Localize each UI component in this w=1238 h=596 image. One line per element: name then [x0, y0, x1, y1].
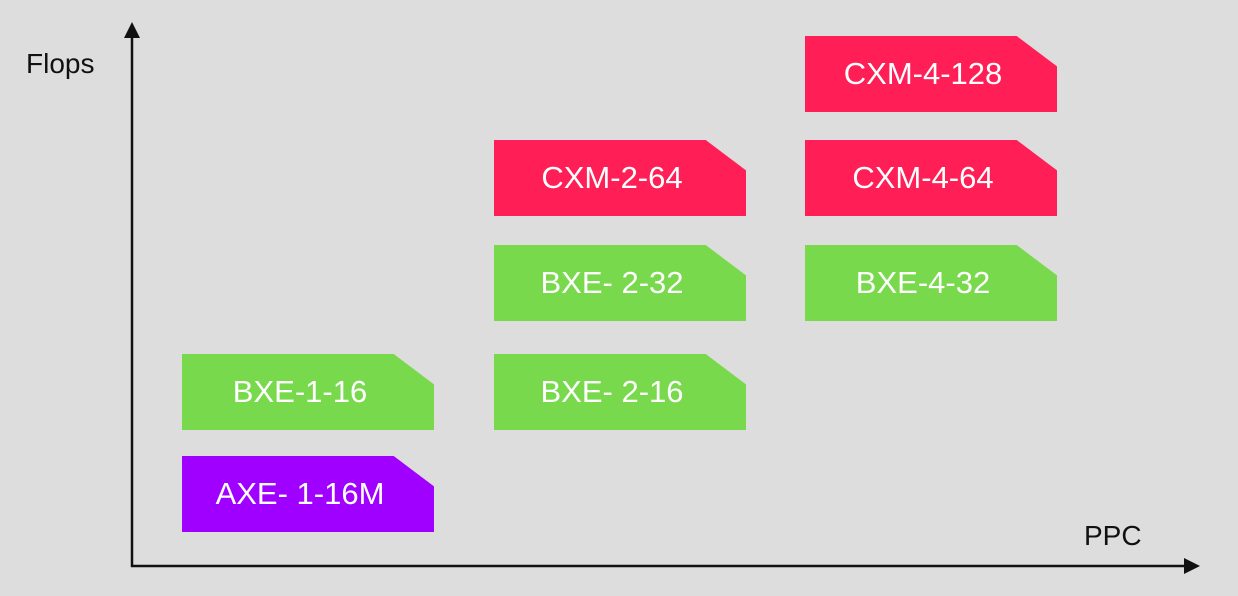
config-block-label: BXE-1-16: [232, 374, 368, 409]
config-block-axe-1-16m: AXE- 1-16M: [182, 456, 434, 532]
config-block-cxm-4-128: CXM-4-128: [805, 36, 1057, 112]
config-block-bxe-2-32: BXE- 2-32: [494, 245, 746, 321]
config-block-bxe-4-32: BXE-4-32: [805, 245, 1057, 321]
y-axis-arrowhead: [124, 22, 140, 38]
config-block-bxe-1-16: BXE-1-16: [182, 354, 434, 430]
config-block-cxm-4-64: CXM-4-64: [805, 140, 1057, 216]
config-block-bxe-2-16: BXE- 2-16: [494, 354, 746, 430]
config-block-cxm-2-64: CXM-2-64: [494, 140, 746, 216]
config-block-label: CXM-2-64: [541, 160, 683, 195]
config-block-label: CXM-4-128: [843, 56, 1003, 91]
config-block-label: AXE- 1-16M: [215, 476, 385, 511]
config-block-label: BXE-4-32: [855, 265, 991, 300]
x-axis-label: PPC: [1084, 520, 1142, 551]
y-axis-label: Flops: [26, 48, 95, 79]
x-axis-arrowhead: [1184, 558, 1200, 574]
config-block-label: BXE- 2-32: [540, 265, 684, 300]
config-block-label: CXM-4-64: [852, 160, 994, 195]
config-block-label: BXE- 2-16: [540, 374, 684, 409]
